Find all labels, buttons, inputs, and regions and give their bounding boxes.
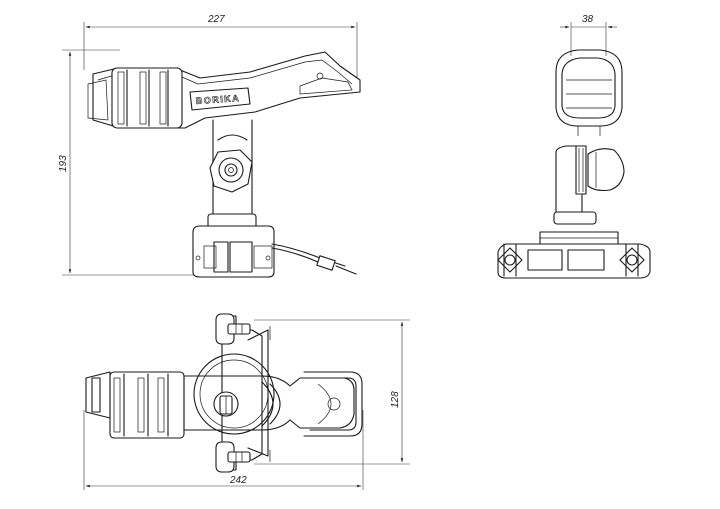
top-lock-knob <box>213 391 239 417</box>
side-view: 227 193 BORIKA <box>58 14 361 278</box>
front-knob <box>587 148 625 192</box>
top-body-arm <box>183 375 355 431</box>
top-tube-clamp <box>109 371 185 439</box>
mount-base <box>192 225 275 278</box>
dimension-label-38: 38 <box>582 14 594 25</box>
brand-plate: BORIKA <box>189 87 251 111</box>
rod-tube-end <box>87 79 109 121</box>
front-view: 38 <box>497 14 651 279</box>
dimension-side-height: 193 <box>58 49 200 276</box>
top-rod-tube-end <box>85 371 111 419</box>
front-handle-loop <box>303 371 363 437</box>
head-outline <box>555 49 623 127</box>
swivel-disk <box>193 353 275 435</box>
front-base <box>497 231 651 279</box>
dimension-label-193: 193 <box>58 155 69 172</box>
top-view: 242 128 <box>83 313 410 490</box>
dimension-label-227: 227 <box>207 14 225 25</box>
lock-knob <box>209 149 253 193</box>
wing-nut-right <box>619 243 645 277</box>
dimension-side-width: 227 <box>83 14 358 78</box>
brand-label: BORIKA <box>195 93 240 106</box>
cable-plug <box>316 255 336 271</box>
top-wing-nut-lower <box>215 441 251 473</box>
dimension-front-width: 38 <box>560 14 617 56</box>
rod-tube-clamp <box>111 67 183 129</box>
dimension-top-height: 128 <box>254 319 410 465</box>
wing-nut-left <box>497 243 523 277</box>
dimension-top-width: 242 <box>83 410 364 490</box>
top-wing-nut-upper <box>215 313 251 345</box>
dimension-label-242: 242 <box>229 475 247 486</box>
dimension-label-128: 128 <box>390 391 401 408</box>
